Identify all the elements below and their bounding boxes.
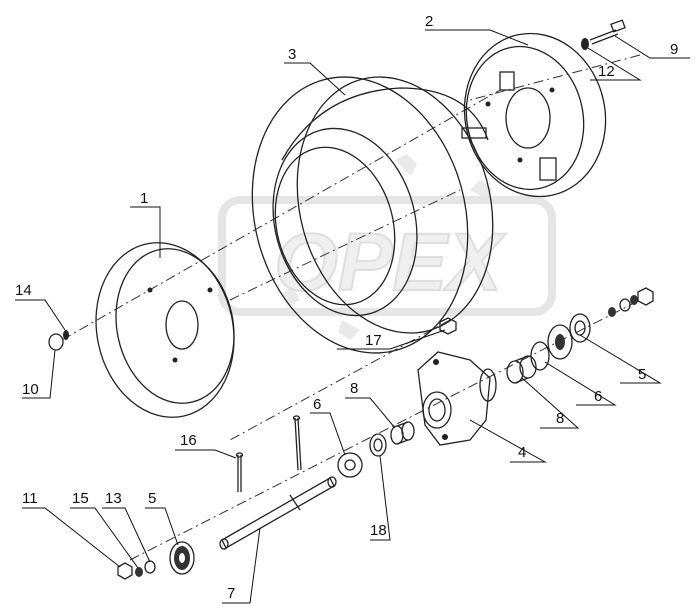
left-seal-5 — [169, 541, 195, 575]
leader-lines — [15, 29, 690, 604]
washer-14 — [63, 330, 69, 340]
left-bushing-8 — [390, 421, 415, 445]
callout-15: 15 — [72, 490, 89, 507]
callout-12: 12 — [598, 63, 615, 80]
pin-16 — [235, 452, 244, 492]
right-ring — [569, 313, 591, 343]
callout-2: 2 — [425, 13, 433, 30]
centerline-main — [61, 89, 501, 341]
right-seal-5 — [547, 324, 573, 360]
callout-1: 1 — [140, 190, 148, 207]
callout-18: 18 — [370, 522, 387, 539]
callout-5a: 5 — [638, 366, 646, 383]
callout-17: 17 — [365, 332, 382, 349]
callout-6b: 6 — [313, 396, 321, 413]
callout-13: 13 — [105, 490, 122, 507]
bolt — [589, 19, 626, 45]
left-washer-6 — [337, 452, 363, 478]
callout-11: 11 — [22, 490, 38, 507]
pin-upper — [292, 415, 302, 471]
centerline-stud — [229, 319, 451, 441]
washer-15 — [135, 567, 143, 577]
ring-18 — [369, 433, 387, 457]
callout-9: 9 — [670, 41, 678, 58]
callout-14: 14 — [15, 282, 32, 299]
callout-8a: 8 — [556, 410, 564, 427]
axle-shaft — [219, 476, 337, 550]
callout-4: 4 — [518, 444, 526, 461]
washer-13 — [144, 560, 156, 574]
nut-17 — [439, 317, 457, 335]
nut-11 — [117, 562, 133, 580]
callout-6a: 6 — [594, 388, 602, 405]
callout-7: 7 — [227, 585, 235, 602]
callout-5b: 5 — [148, 490, 156, 507]
rim-half-right — [461, 32, 607, 198]
nut-10 — [48, 333, 64, 351]
washer-12 — [581, 38, 589, 50]
right-washer-6 — [530, 341, 550, 371]
callout-16: 16 — [180, 432, 197, 449]
rim-half-left — [95, 242, 235, 418]
hub — [417, 351, 497, 446]
centerline-axle — [129, 299, 641, 561]
right-bushing-8 — [506, 355, 537, 384]
callout-10: 10 — [22, 381, 39, 398]
callout-3: 3 — [288, 46, 296, 63]
right-fasteners — [608, 287, 654, 317]
callout-8b: 8 — [350, 380, 358, 397]
tire — [251, 76, 494, 354]
centerline-hub — [229, 189, 461, 301]
